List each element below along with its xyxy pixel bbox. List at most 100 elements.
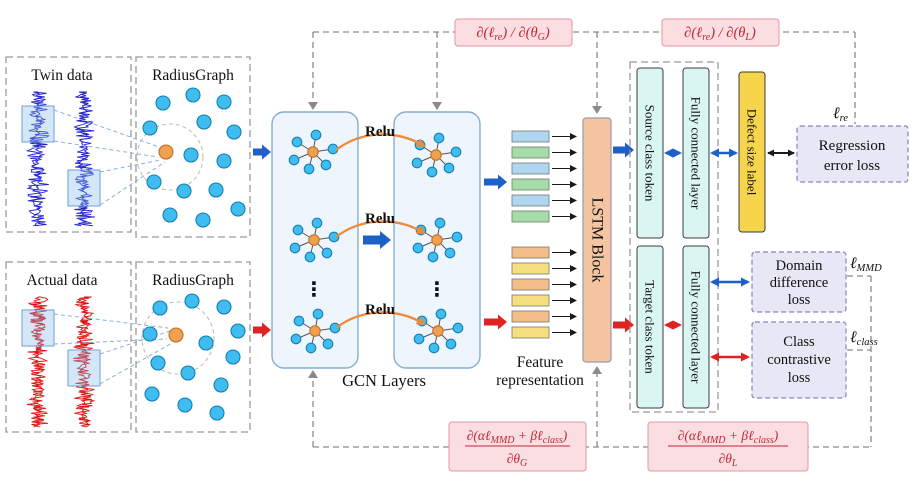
feature-bar [511,246,550,259]
class-contrastive-loss-box [751,321,847,399]
graph-node [162,207,178,223]
relu-label: Relu [365,211,395,227]
feature-bar [511,194,550,207]
fully-connected-bottom-label: Fully connected layer [689,271,704,384]
domain-difference-loss-box [751,251,847,313]
feature-bar [511,262,550,275]
loss-symbol-re: ℓre [833,105,848,124]
graph-center-node [168,327,184,343]
target-class-token-label: Target class token [643,280,658,374]
gradient-arrowhead [308,370,318,378]
graph-node [225,349,241,365]
flow-arrow-gcn1-to-gcn2 [363,231,391,249]
graph-node [196,114,212,130]
feature-bar [511,130,550,143]
radiusgraph-top-title: RadiusGraph [152,67,234,84]
signal-selection-box [21,309,55,347]
gradient-re-thetaL-text: ∂(ℓre) / ∂(θL) [684,25,756,43]
radiusgraph-top-panel [135,56,251,238]
graph-node [230,323,246,339]
regression-error-loss-label: Regression [819,138,886,154]
lstm-block-label: LSTM Block [589,198,606,283]
selection-connector-line [99,161,166,206]
flow-arrow-lstm-to-source-token [613,142,634,158]
lstm-block [582,117,612,363]
gradient-box-re-thetaL [661,18,780,47]
graph-node [144,386,160,402]
signal-selection-box [21,105,55,143]
feature-representation-label: representation [496,372,584,389]
fully-connected-bottom-box [682,245,710,409]
loss-symbol-class: ℓclass [850,329,878,348]
loss-symbol-mmd: ℓMMD [850,255,882,274]
graph-node [152,300,168,316]
graph-node [198,335,214,351]
radius-boundary-circle [136,123,204,191]
graph-node [185,87,201,103]
flow-arrow-gcn-to-features-source [484,174,507,190]
domain-difference-loss-label: loss [788,292,811,308]
feature-bar [511,294,550,307]
gradient-arrowhead [592,106,602,114]
graph-node [195,212,211,228]
selection-connector-line [53,140,159,158]
gradient-arrowhead [432,102,442,110]
relu-arrow [335,311,426,329]
feature-bar [511,146,550,159]
graph-node [150,355,166,371]
graph-node [184,293,200,309]
gradient-arrowhead [592,366,602,374]
gradient-re-thetaG-text: ∂(ℓre) / ∂(θG) [476,25,549,43]
fully-connected-top-box [682,67,710,239]
graph-node [208,182,224,198]
flow-arrow-gcn-to-features-target [484,314,507,330]
graph-node [216,299,232,315]
feature-bar [511,310,550,323]
graph-center-node [158,144,174,160]
twin-waveform-blue [25,91,95,227]
graph-node [213,377,229,393]
feature-bar [511,178,550,191]
graph-node [176,183,192,199]
regression-error-loss-label: error loss [824,158,880,174]
feature-to-lstm-arrows [552,133,577,336]
fully-connected-top-label: Fully connected layer [689,97,704,210]
gradient-arrowhead [308,102,318,110]
graph-node [142,120,158,136]
graph-node [183,147,199,163]
radius-boundary-circle [141,301,215,375]
gcn-layers-label: GCN Layers [342,371,426,390]
relu-arrow [335,220,426,238]
selection-connector-line [99,159,162,173]
feature-bar [511,162,550,175]
defect-size-label-text: Defect size label [745,109,760,196]
graph-node [226,124,242,140]
selection-connector-line [99,330,171,355]
graph-node [230,201,246,217]
actual-data-panel [5,261,132,433]
radiusgraph-top-nodes [142,87,246,228]
feature-bar [511,278,550,291]
signal-selection-box [67,169,101,207]
defect-size-label-box [738,71,766,233]
radiusgraph-bottom-title: RadiusGraph [152,272,234,289]
gradient-mmd-class-thetaL-denominator: ∂θL [719,451,738,469]
relu-arrow [335,133,426,151]
relu-label: Relu [365,302,395,318]
signal-selection-box [67,349,101,387]
class-contrastive-loss-label: contrastive [767,352,831,368]
class-contrastive-loss-label: Class [783,334,815,350]
source-class-token-box [636,67,664,239]
vertical-ellipsis: ⋮ [304,277,324,301]
graph-node [146,174,162,190]
gradient-mmd-class-thetaL-numerator: ∂(αℓMMD + βℓclass) [678,428,779,446]
token-group-box [629,61,719,413]
domain-difference-loss-label: difference [770,275,829,291]
graph-node [142,326,158,342]
target-class-token-box [636,245,664,409]
gradient-box-re-thetaG [454,18,573,47]
gradient-mmd-class-thetaG-numerator: ∂(αℓMMD + βℓclass) [467,428,568,446]
feature-representation-bars [511,130,550,339]
